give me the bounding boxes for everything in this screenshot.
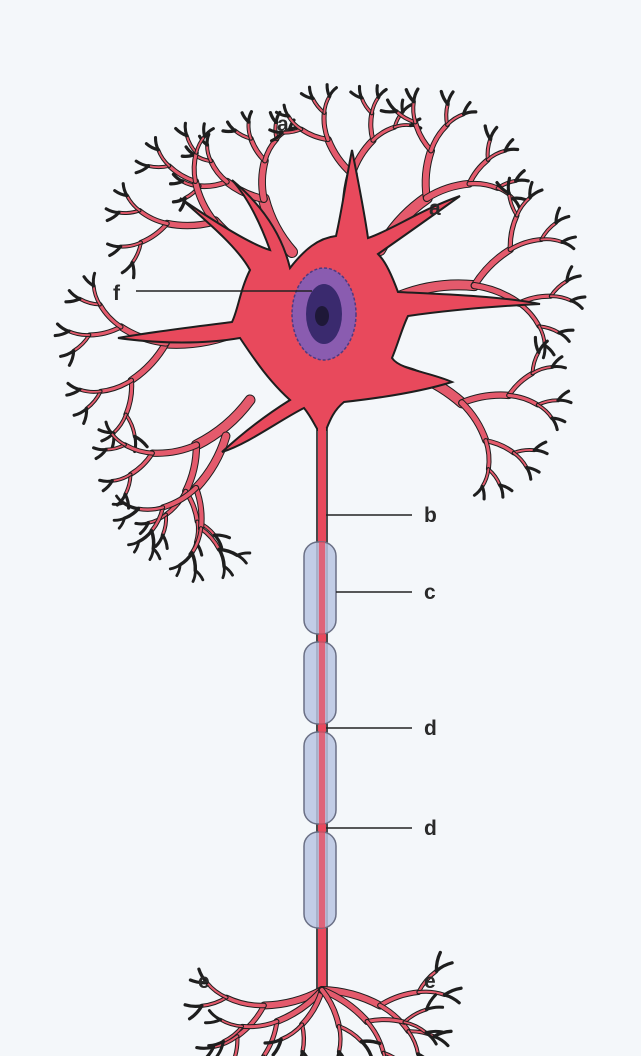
dendrite-6-branch (500, 485, 503, 497)
dendrite-9-branch (219, 549, 224, 566)
dendrite-9-branch (114, 518, 124, 520)
label-f: f (113, 282, 121, 305)
dendrite-3-branch (359, 86, 361, 98)
dendrite-7-branch (69, 291, 80, 299)
dendrite-4-branch (505, 149, 517, 150)
dendrite-3-branch (403, 105, 412, 112)
terminal-6-branch (362, 1042, 372, 1056)
terminal-5-branch (427, 1007, 443, 1009)
dendrite-7-branch (93, 273, 94, 286)
dendrite-9-branch (192, 553, 195, 570)
dendrite-2-branch (136, 161, 148, 166)
label-b: b (424, 504, 437, 527)
terminal-6-branch (333, 1052, 339, 1056)
dendrite-9-branch (193, 570, 195, 581)
dendrite-9-branch (223, 566, 224, 577)
dendrite-5-branch (530, 190, 542, 198)
axon-core-over-myelin (319, 542, 325, 928)
dendrite-3-branch (378, 90, 386, 98)
dendrite-5-branch (562, 242, 574, 249)
dendrite-5-branch (543, 345, 545, 358)
dendrite-9-branch (180, 553, 192, 565)
dendrite-2-branch (185, 123, 187, 135)
dendrite-6-branch (534, 450, 547, 453)
nucleolus (315, 306, 329, 326)
label-e-right: e (424, 970, 436, 993)
terminal-2-branch (209, 1011, 220, 1020)
label-a-upper: a (277, 113, 289, 136)
label-c: c (424, 581, 436, 604)
terminal-1-branch (197, 1047, 214, 1048)
dendrite-7-branch (68, 383, 80, 389)
dendrite-2-branch (108, 244, 121, 247)
dendrite-5-branch (508, 178, 509, 193)
dendrite-2-branch (155, 138, 158, 150)
dendrite-8-branch (94, 448, 106, 450)
dendrite-5-branch (559, 333, 569, 342)
dendrite-6-branch (552, 367, 565, 368)
dendrite-1-branch (228, 122, 235, 131)
dendrite-1-branch (207, 134, 209, 145)
dendrite-9-branch (125, 509, 139, 518)
terminal-4-branch (436, 963, 452, 971)
dendrite-8-branch (100, 480, 113, 481)
dendrite-9-branch (124, 503, 139, 509)
dendrite-8-branch (156, 535, 163, 546)
label-e-left: e (198, 970, 210, 993)
dendrite-3-branch (329, 88, 336, 97)
dendrite-6-branch (558, 400, 571, 402)
dendrite-8-branch-core (152, 445, 196, 453)
terminal-4-branch (445, 988, 462, 995)
dendrite-9-branch (150, 549, 153, 560)
dendrite-9-branch (237, 555, 246, 563)
dendrite-1-branch (249, 112, 252, 122)
dendrite-9-branch (152, 531, 154, 549)
dendrite-7-branch (58, 324, 69, 331)
dendrite-1-branch-core (262, 161, 265, 199)
dendrite-6-branch-core (486, 441, 489, 470)
dendrite-8-branch (136, 523, 148, 524)
terminal-5-branch (426, 1031, 442, 1032)
dendrite-4-branch (490, 128, 496, 140)
terminal-4-branch (445, 995, 460, 1003)
label-d-first: d (424, 717, 437, 740)
terminal-1-branch (185, 1005, 202, 1007)
dendrite-4-branch (516, 180, 529, 181)
dendrite-4-branch (414, 89, 418, 102)
dendrite-4-branch (388, 100, 397, 111)
dendrite-4-branch (464, 112, 476, 114)
dendrite-2-branch (122, 263, 132, 273)
dendrite-2-branch (106, 209, 119, 213)
dendrite-6-branch (474, 487, 482, 496)
dendrite-1-branch-core (211, 161, 227, 182)
terminal-3-branch (296, 1052, 302, 1056)
dendrite-5-branch (571, 301, 582, 309)
label-a-right: a (429, 197, 441, 220)
dendrite-7-branch (74, 409, 87, 416)
dendrite-4-branch-core (426, 151, 431, 198)
dendrite-4-branch (448, 92, 453, 104)
label-d-second: d (424, 817, 437, 840)
